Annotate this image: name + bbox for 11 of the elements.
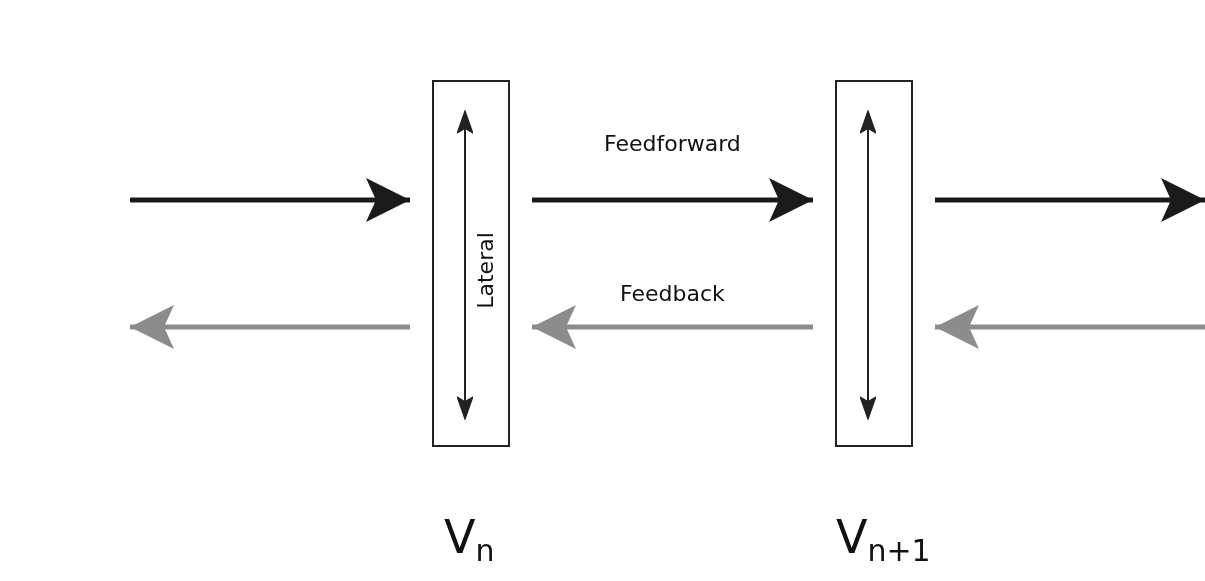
arrow — [532, 305, 813, 349]
layer-box — [432, 80, 510, 447]
arrow — [935, 178, 1205, 222]
arrow — [130, 178, 410, 222]
arrow — [130, 305, 410, 349]
layer-label: Lateral — [472, 231, 498, 309]
arrow — [532, 178, 813, 222]
arrow — [935, 305, 1205, 349]
layer-name: V$_{n+1}$ — [836, 514, 931, 566]
layer-name: V$_{n}$ — [444, 514, 495, 566]
layer-box — [835, 80, 913, 447]
